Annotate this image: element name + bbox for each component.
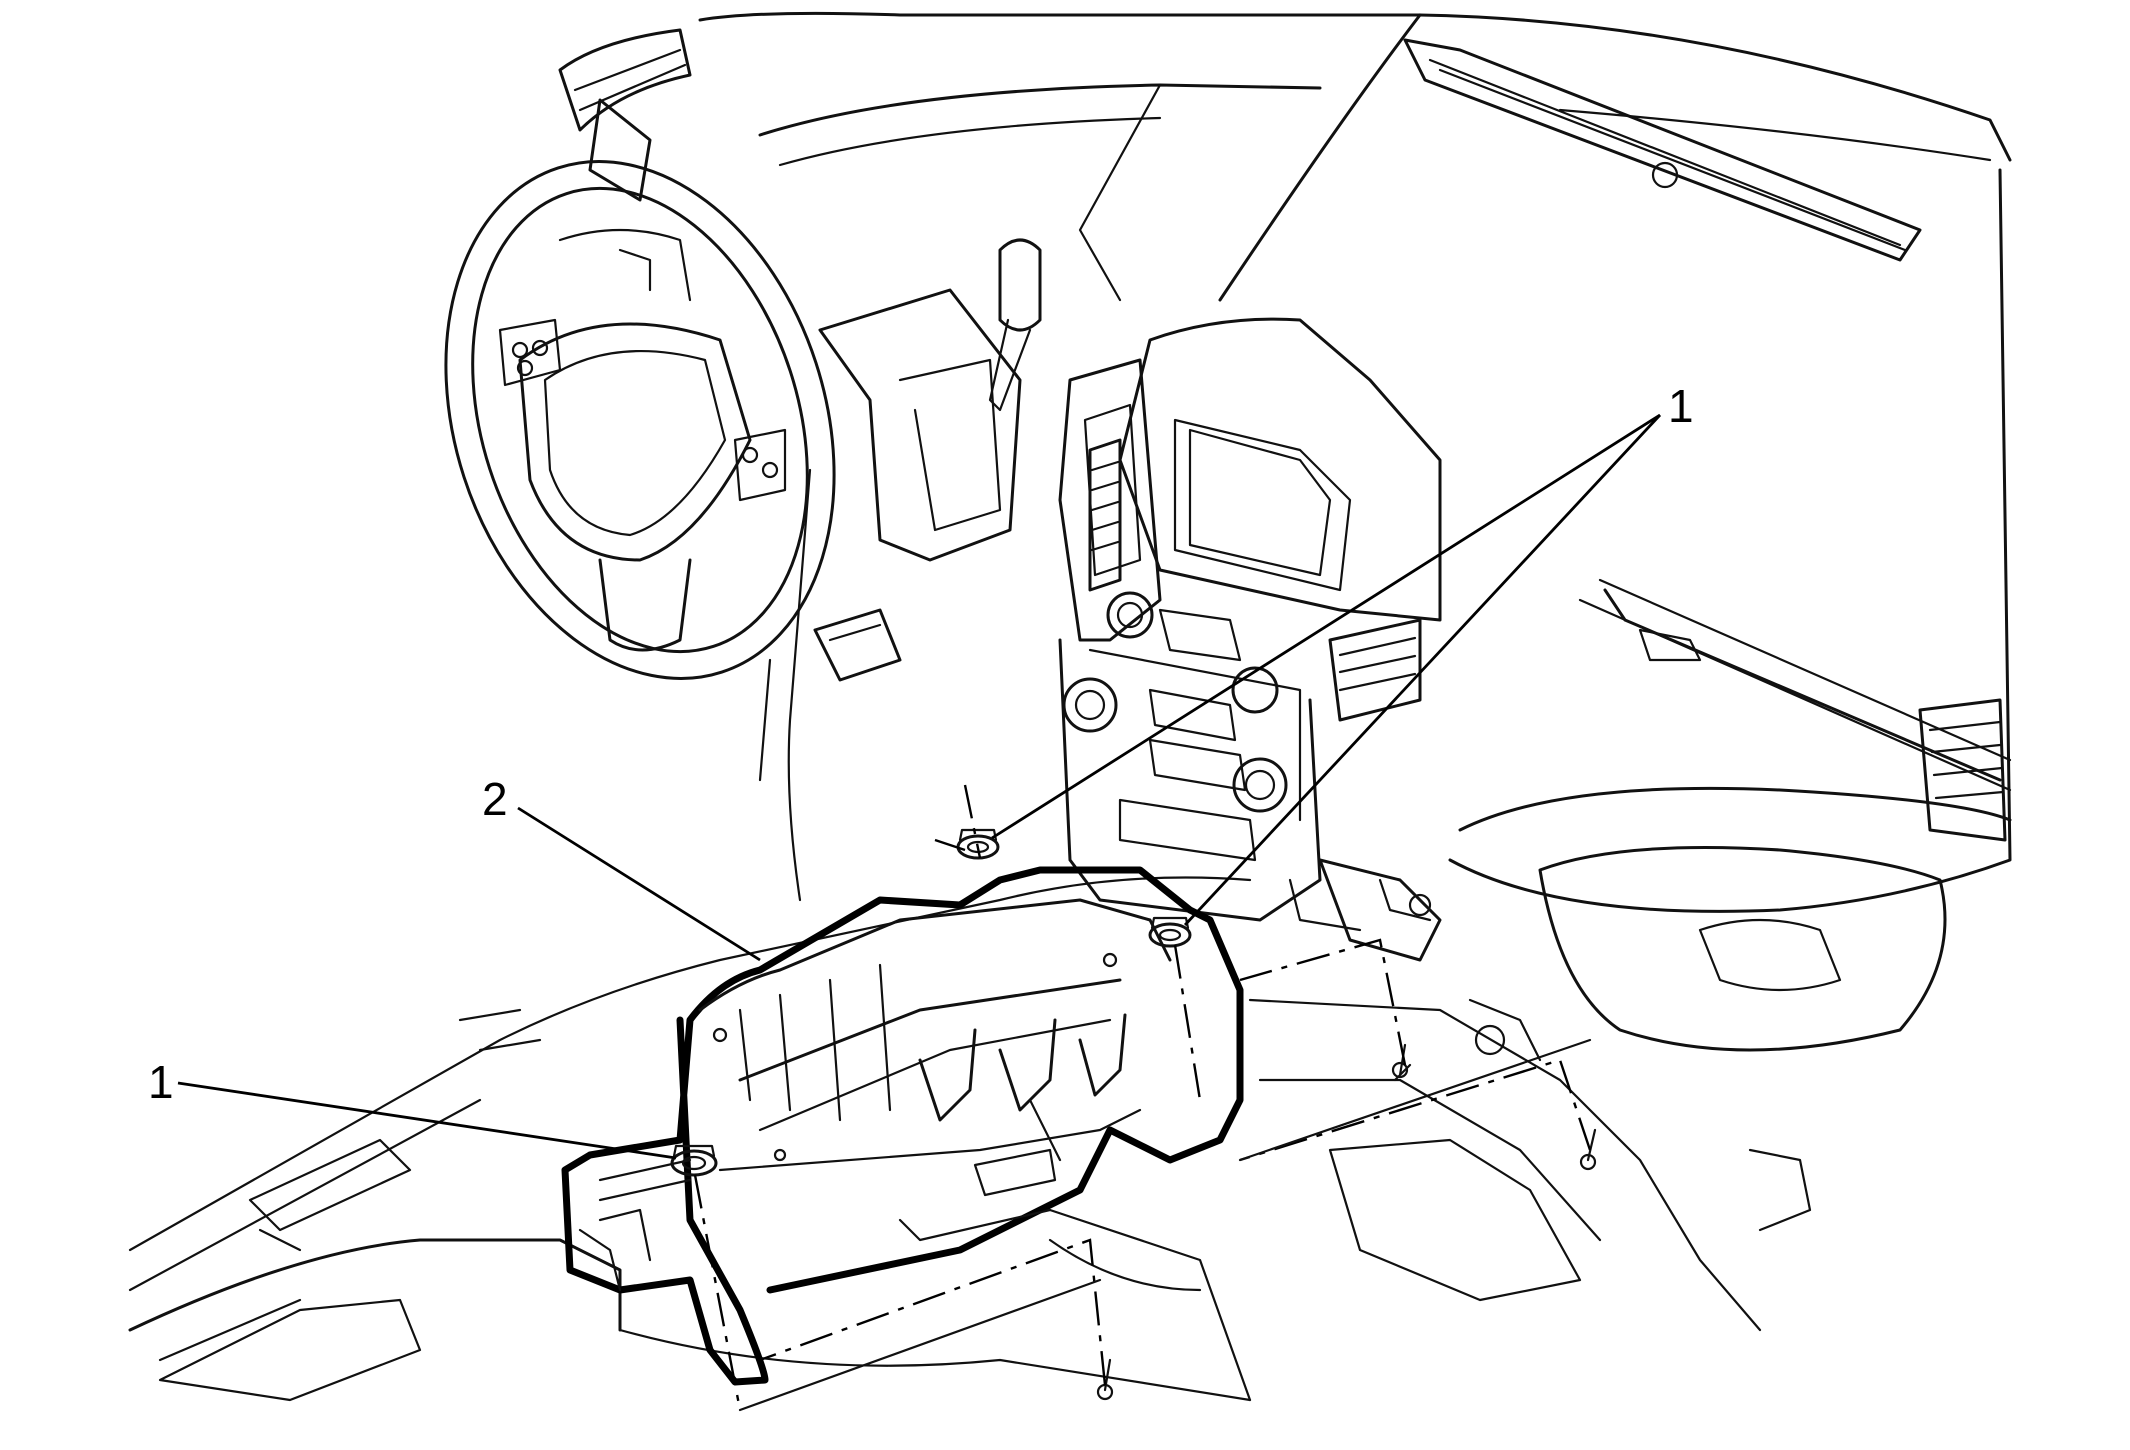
stud-bolts [1096, 1043, 1597, 1401]
center-stack [1058, 317, 1442, 962]
instrument-panel [558, 11, 2012, 1052]
control-module [561, 866, 1244, 1386]
callout-2: 2 [482, 773, 508, 825]
leader-lines [177, 413, 1662, 1160]
callout-1-lower: 1 [148, 1056, 174, 1108]
steering-column [758, 238, 1042, 902]
floor-pan [128, 876, 1812, 1402]
installation-centerlines [693, 784, 1592, 1412]
steering-wheel [444, 160, 836, 680]
nut-fastener-lower-left [670, 1144, 718, 1177]
callout-1-upper: 1 [1668, 380, 1694, 432]
